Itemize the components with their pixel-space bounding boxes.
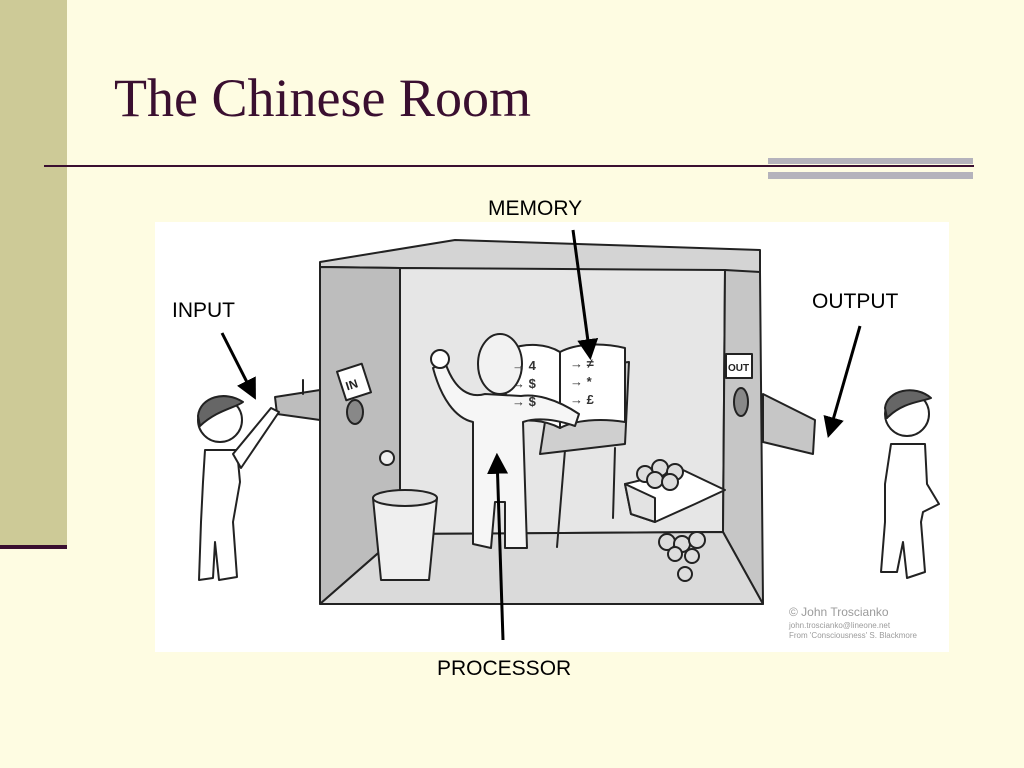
input-chute — [274, 389, 321, 421]
title-divider — [44, 165, 974, 167]
svg-text:→ $: → $ — [512, 376, 537, 391]
left-sidebar-bar — [0, 0, 67, 545]
slide-title: The Chinese Room — [114, 68, 531, 128]
svg-text:→ ≠: → ≠ — [570, 356, 594, 371]
out-sign — [725, 353, 753, 379]
output-label: OUTPUT — [812, 290, 899, 313]
left-sidebar-underline — [0, 545, 67, 549]
input-slot — [346, 399, 364, 425]
credit-line-2: john.troscianko@lineone.net — [788, 621, 891, 630]
svg-text:→ *: → * — [570, 374, 593, 389]
input-label: INPUT — [172, 299, 235, 322]
divider-accent-bottom — [768, 172, 973, 179]
input-person — [198, 449, 241, 581]
output-slot — [733, 387, 749, 417]
out-sign-text: OUT — [728, 363, 749, 374]
in-sign-text: IN — [344, 376, 360, 393]
credit-line-1: © John Troscianko — [789, 605, 889, 619]
svg-text:→ 4: → 4 — [512, 358, 537, 373]
chinese-room-illustration: → 4 → $ → $ → ≠ → * → £ IN OUT © John Trosci… — [155, 222, 949, 652]
wall-button — [379, 450, 395, 466]
in-sign — [336, 362, 372, 402]
svg-text:→ £: → £ — [570, 392, 595, 407]
divider-accent-top — [768, 158, 973, 164]
processor-head — [477, 333, 523, 395]
bucket — [372, 497, 438, 581]
output-person — [880, 443, 940, 579]
credit-line-3: From 'Consciousness' S. Blackmore — [789, 631, 918, 640]
memory-label: MEMORY — [488, 197, 583, 220]
svg-text:→ $: → $ — [512, 394, 537, 409]
output-chute — [762, 393, 816, 455]
processor-label: PROCESSOR — [437, 657, 572, 680]
